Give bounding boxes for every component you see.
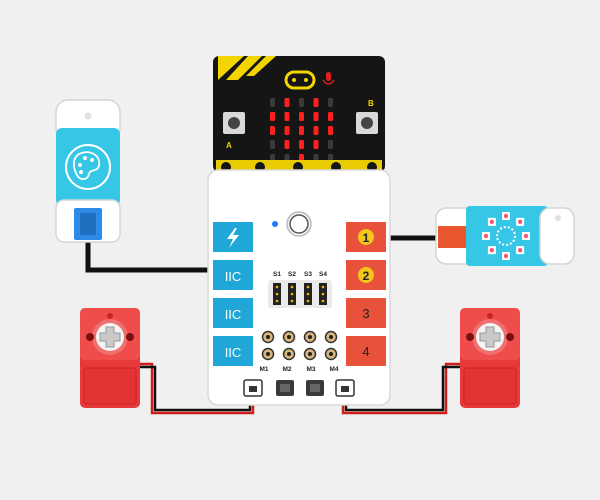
left-servo[interactable] [80, 308, 140, 408]
io-port-3[interactable]: 3 [346, 298, 386, 328]
expansion-board: IIC IIC IIC 1 2 3 4 S1 [207, 169, 391, 406]
rgb-led-chip [517, 247, 523, 253]
motor-label-m4: M4 [329, 366, 338, 373]
led-on [328, 126, 333, 135]
io-port-1-label: 1 [363, 231, 370, 245]
io-port-4-label: 4 [362, 344, 369, 359]
led-on [299, 140, 304, 149]
io-port-2[interactable]: 2 [346, 260, 386, 290]
bottom-connector-2[interactable] [276, 380, 294, 396]
rgb-led-chip [503, 253, 509, 259]
led-on [299, 112, 304, 121]
rgb-led-chip [503, 213, 509, 219]
wire-left-sensor [85, 240, 213, 273]
led-on [270, 126, 275, 135]
motor-label-m3: M3 [306, 366, 315, 373]
servo-horn-icon [479, 326, 501, 348]
rgb-led-chip [483, 233, 489, 239]
motor-terminals[interactable] [261, 330, 338, 361]
io-port-1[interactable]: 1 [346, 222, 386, 252]
led-on [313, 126, 319, 135]
microbit-logo-icon [284, 70, 316, 90]
iic-port-3-label: IIC [225, 345, 242, 360]
servo-horn-icon [99, 326, 121, 348]
iic-port-1-label: IIC [225, 269, 242, 284]
button-b-label: B [368, 99, 374, 108]
iic-port-2[interactable]: IIC [213, 298, 253, 328]
rgb-ring-icon [482, 212, 530, 260]
led-on [284, 126, 290, 135]
led-off [299, 98, 304, 107]
bottom-connector-1[interactable] [243, 379, 263, 397]
microbit: A B [213, 56, 385, 174]
led-matrix [270, 98, 333, 163]
wires [85, 235, 460, 415]
io-port-3-label: 3 [362, 306, 369, 321]
rgb-led-chip [489, 247, 495, 253]
led-on [313, 98, 319, 107]
led-off [270, 140, 275, 149]
lightning-bolt-icon [227, 228, 239, 248]
button-a-label: A [226, 141, 232, 150]
reset-button[interactable] [286, 211, 312, 237]
led-on [284, 98, 290, 107]
bottom-connector-3[interactable] [306, 380, 324, 396]
io-port-2-label: 2 [363, 269, 370, 283]
button-b[interactable] [356, 112, 378, 134]
servo-label-s1: S1 [273, 271, 281, 278]
bottom-connector-4[interactable] [335, 379, 355, 397]
power-led [272, 221, 278, 227]
servo-label-s4: S4 [319, 271, 327, 278]
rgb-led-chip [523, 233, 529, 239]
led-off [270, 98, 275, 107]
led-on [284, 140, 290, 149]
servo-headers[interactable] [268, 280, 332, 308]
microphone-icon [322, 72, 335, 85]
motor-label-m1: M1 [259, 366, 268, 373]
led-off [328, 98, 333, 107]
led-on [284, 112, 290, 121]
right-rgb-module[interactable] [435, 206, 575, 266]
servo-label-s3: S3 [304, 271, 312, 278]
led-on [328, 112, 333, 121]
power-port[interactable] [213, 222, 253, 252]
io-port-4[interactable]: 4 [346, 336, 386, 366]
palette-icon [65, 144, 111, 190]
motor-label-m2: M2 [282, 366, 291, 373]
led-on [270, 112, 275, 121]
right-servo[interactable] [460, 308, 520, 408]
iic-port-1[interactable]: IIC [213, 260, 253, 290]
led-on [299, 126, 304, 135]
rgb-led-chip [489, 219, 495, 225]
led-on [313, 112, 319, 121]
left-sensor-module[interactable] [55, 99, 121, 243]
led-on [313, 140, 319, 149]
button-a[interactable] [223, 112, 245, 134]
servo-label-s2: S2 [288, 271, 296, 278]
rgb-led-chip [517, 219, 523, 225]
wire-left-servo-red [140, 362, 255, 415]
led-off [328, 140, 333, 149]
iic-port-3[interactable]: IIC [213, 336, 253, 366]
iic-port-2-label: IIC [225, 307, 242, 322]
wire-right-servo-red [341, 362, 460, 415]
